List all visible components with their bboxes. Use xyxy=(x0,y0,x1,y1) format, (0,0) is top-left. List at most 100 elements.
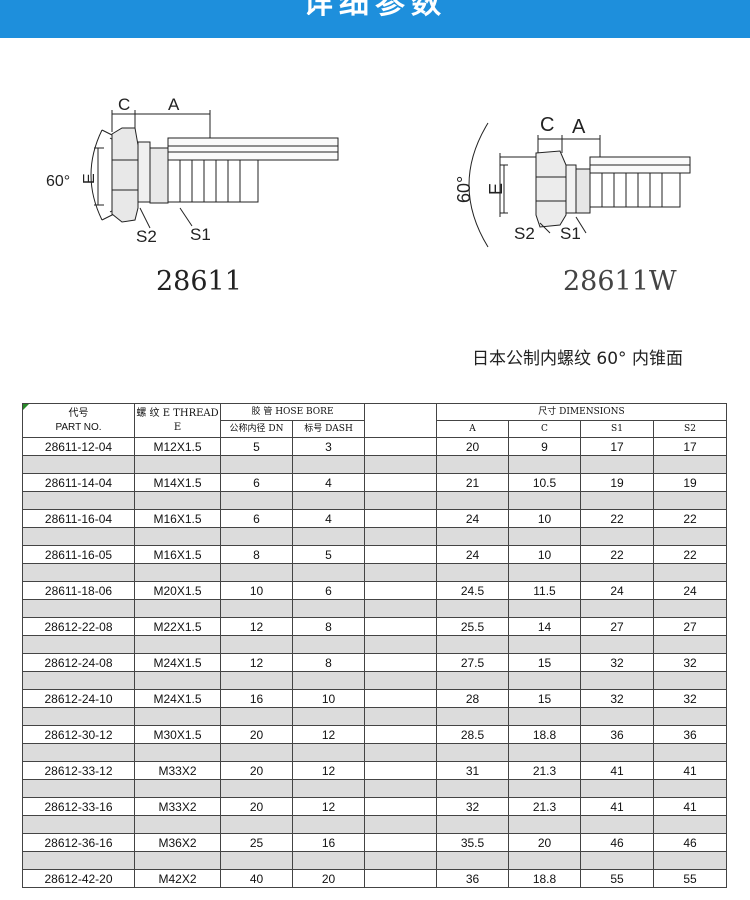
cell-dash: 16 xyxy=(292,833,365,852)
cell-dash: 10 xyxy=(292,689,365,708)
cell-thread: M33X2 xyxy=(134,797,221,816)
cell-blank xyxy=(364,617,437,636)
cell-part: 28611-18-06 xyxy=(22,581,135,600)
fitting-drawing-28611w: C A E 60° S2 S1 xyxy=(454,114,691,248)
spacer-cell xyxy=(436,743,509,762)
cell-c: 10 xyxy=(508,545,581,564)
spacer-cell xyxy=(508,743,581,762)
cell-blank xyxy=(364,545,437,564)
spacer-cell xyxy=(220,743,293,762)
cell-dn: 40 xyxy=(220,869,293,888)
table-spacer-row xyxy=(22,815,727,834)
cell-blank xyxy=(364,869,437,888)
cell-s2: 17 xyxy=(653,437,727,456)
spacer-cell xyxy=(134,851,221,870)
cell-dash: 6 xyxy=(292,581,365,600)
spacer-cell xyxy=(364,743,437,762)
spacer-cell xyxy=(364,527,437,546)
cell-s2: 22 xyxy=(653,545,727,564)
spacer-cell xyxy=(653,635,727,654)
cell-blank xyxy=(364,653,437,672)
header-dimensions: 尺寸 DIMENSIONS xyxy=(436,403,727,421)
spacer-cell xyxy=(508,779,581,798)
cell-s1: 32 xyxy=(580,653,654,672)
cell-s1: 24 xyxy=(580,581,654,600)
header-c: C xyxy=(508,420,581,438)
header-dash: 标号 DASH xyxy=(292,420,365,438)
header-part-no: 代号 PART NO. xyxy=(22,403,135,438)
cell-part: 28612-22-08 xyxy=(22,617,135,636)
spacer-cell xyxy=(292,635,365,654)
cell-c: 10 xyxy=(508,509,581,528)
spacer-cell xyxy=(292,599,365,618)
cell-s1: 22 xyxy=(580,545,654,564)
header-row-1: 代号 PART NO. 螺 纹 E THREAD E 胶 管 HOSE BORE… xyxy=(22,403,727,438)
spacer-cell xyxy=(436,563,509,582)
cell-s1: 19 xyxy=(580,473,654,492)
cell-a: 20 xyxy=(436,437,509,456)
dimensions-table: 代号 PART NO. 螺 纹 E THREAD E 胶 管 HOSE BORE… xyxy=(22,403,727,888)
cell-s2: 27 xyxy=(653,617,727,636)
cell-s2: 41 xyxy=(653,797,727,816)
cell-a: 24.5 xyxy=(436,581,509,600)
spacer-cell xyxy=(653,527,727,546)
header-banner: 详细参数 xyxy=(0,0,750,38)
spacer-cell xyxy=(134,671,221,690)
table-spacer-row xyxy=(22,743,727,762)
cell-dn: 6 xyxy=(220,509,293,528)
header-s2: S2 xyxy=(653,420,727,438)
spacer-cell xyxy=(22,779,135,798)
cell-s2: 41 xyxy=(653,761,727,780)
spacer-cell xyxy=(436,635,509,654)
spacer-cell xyxy=(134,743,221,762)
header-thread: 螺 纹 E THREAD E xyxy=(134,403,221,438)
spacer-cell xyxy=(508,491,581,510)
spacer-cell xyxy=(134,527,221,546)
spacer-cell xyxy=(22,743,135,762)
header-thread-e: E xyxy=(173,421,182,433)
spacer-cell xyxy=(292,743,365,762)
spacer-cell xyxy=(292,779,365,798)
header-part-cn: 代号 xyxy=(68,407,89,419)
dim-s1-label: S1 xyxy=(560,224,581,243)
cell-a: 36 xyxy=(436,869,509,888)
dim-a-label: A xyxy=(572,116,586,138)
spacer-cell xyxy=(292,455,365,474)
spacer-cell xyxy=(653,563,727,582)
spacer-cell xyxy=(580,599,654,618)
spacer-cell xyxy=(134,779,221,798)
spacer-cell xyxy=(580,779,654,798)
cell-a: 21 xyxy=(436,473,509,492)
spacer-cell xyxy=(220,815,293,834)
cell-blank xyxy=(364,437,437,456)
cell-a: 24 xyxy=(436,509,509,528)
dim-c-label: C xyxy=(540,114,554,136)
cell-dash: 20 xyxy=(292,869,365,888)
spacer-cell xyxy=(22,707,135,726)
dim-angle-label: 60° xyxy=(454,176,474,203)
spacer-cell xyxy=(508,707,581,726)
spacer-cell xyxy=(134,815,221,834)
cell-thread: M24X1.5 xyxy=(134,689,221,708)
spacer-cell xyxy=(508,851,581,870)
cell-s2: 32 xyxy=(653,653,727,672)
spacer-cell xyxy=(580,563,654,582)
cell-c: 15 xyxy=(508,689,581,708)
spacer-cell xyxy=(364,779,437,798)
spacer-cell xyxy=(364,563,437,582)
cell-c: 21.3 xyxy=(508,797,581,816)
spacer-cell xyxy=(580,815,654,834)
spacer-cell xyxy=(292,563,365,582)
spacer-cell xyxy=(364,815,437,834)
spacer-cell xyxy=(436,491,509,510)
spacer-cell xyxy=(22,563,135,582)
spacer-cell xyxy=(436,671,509,690)
spacer-cell xyxy=(22,815,135,834)
cell-s2: 46 xyxy=(653,833,727,852)
table-spacer-row xyxy=(22,671,727,690)
cell-dash: 5 xyxy=(292,545,365,564)
